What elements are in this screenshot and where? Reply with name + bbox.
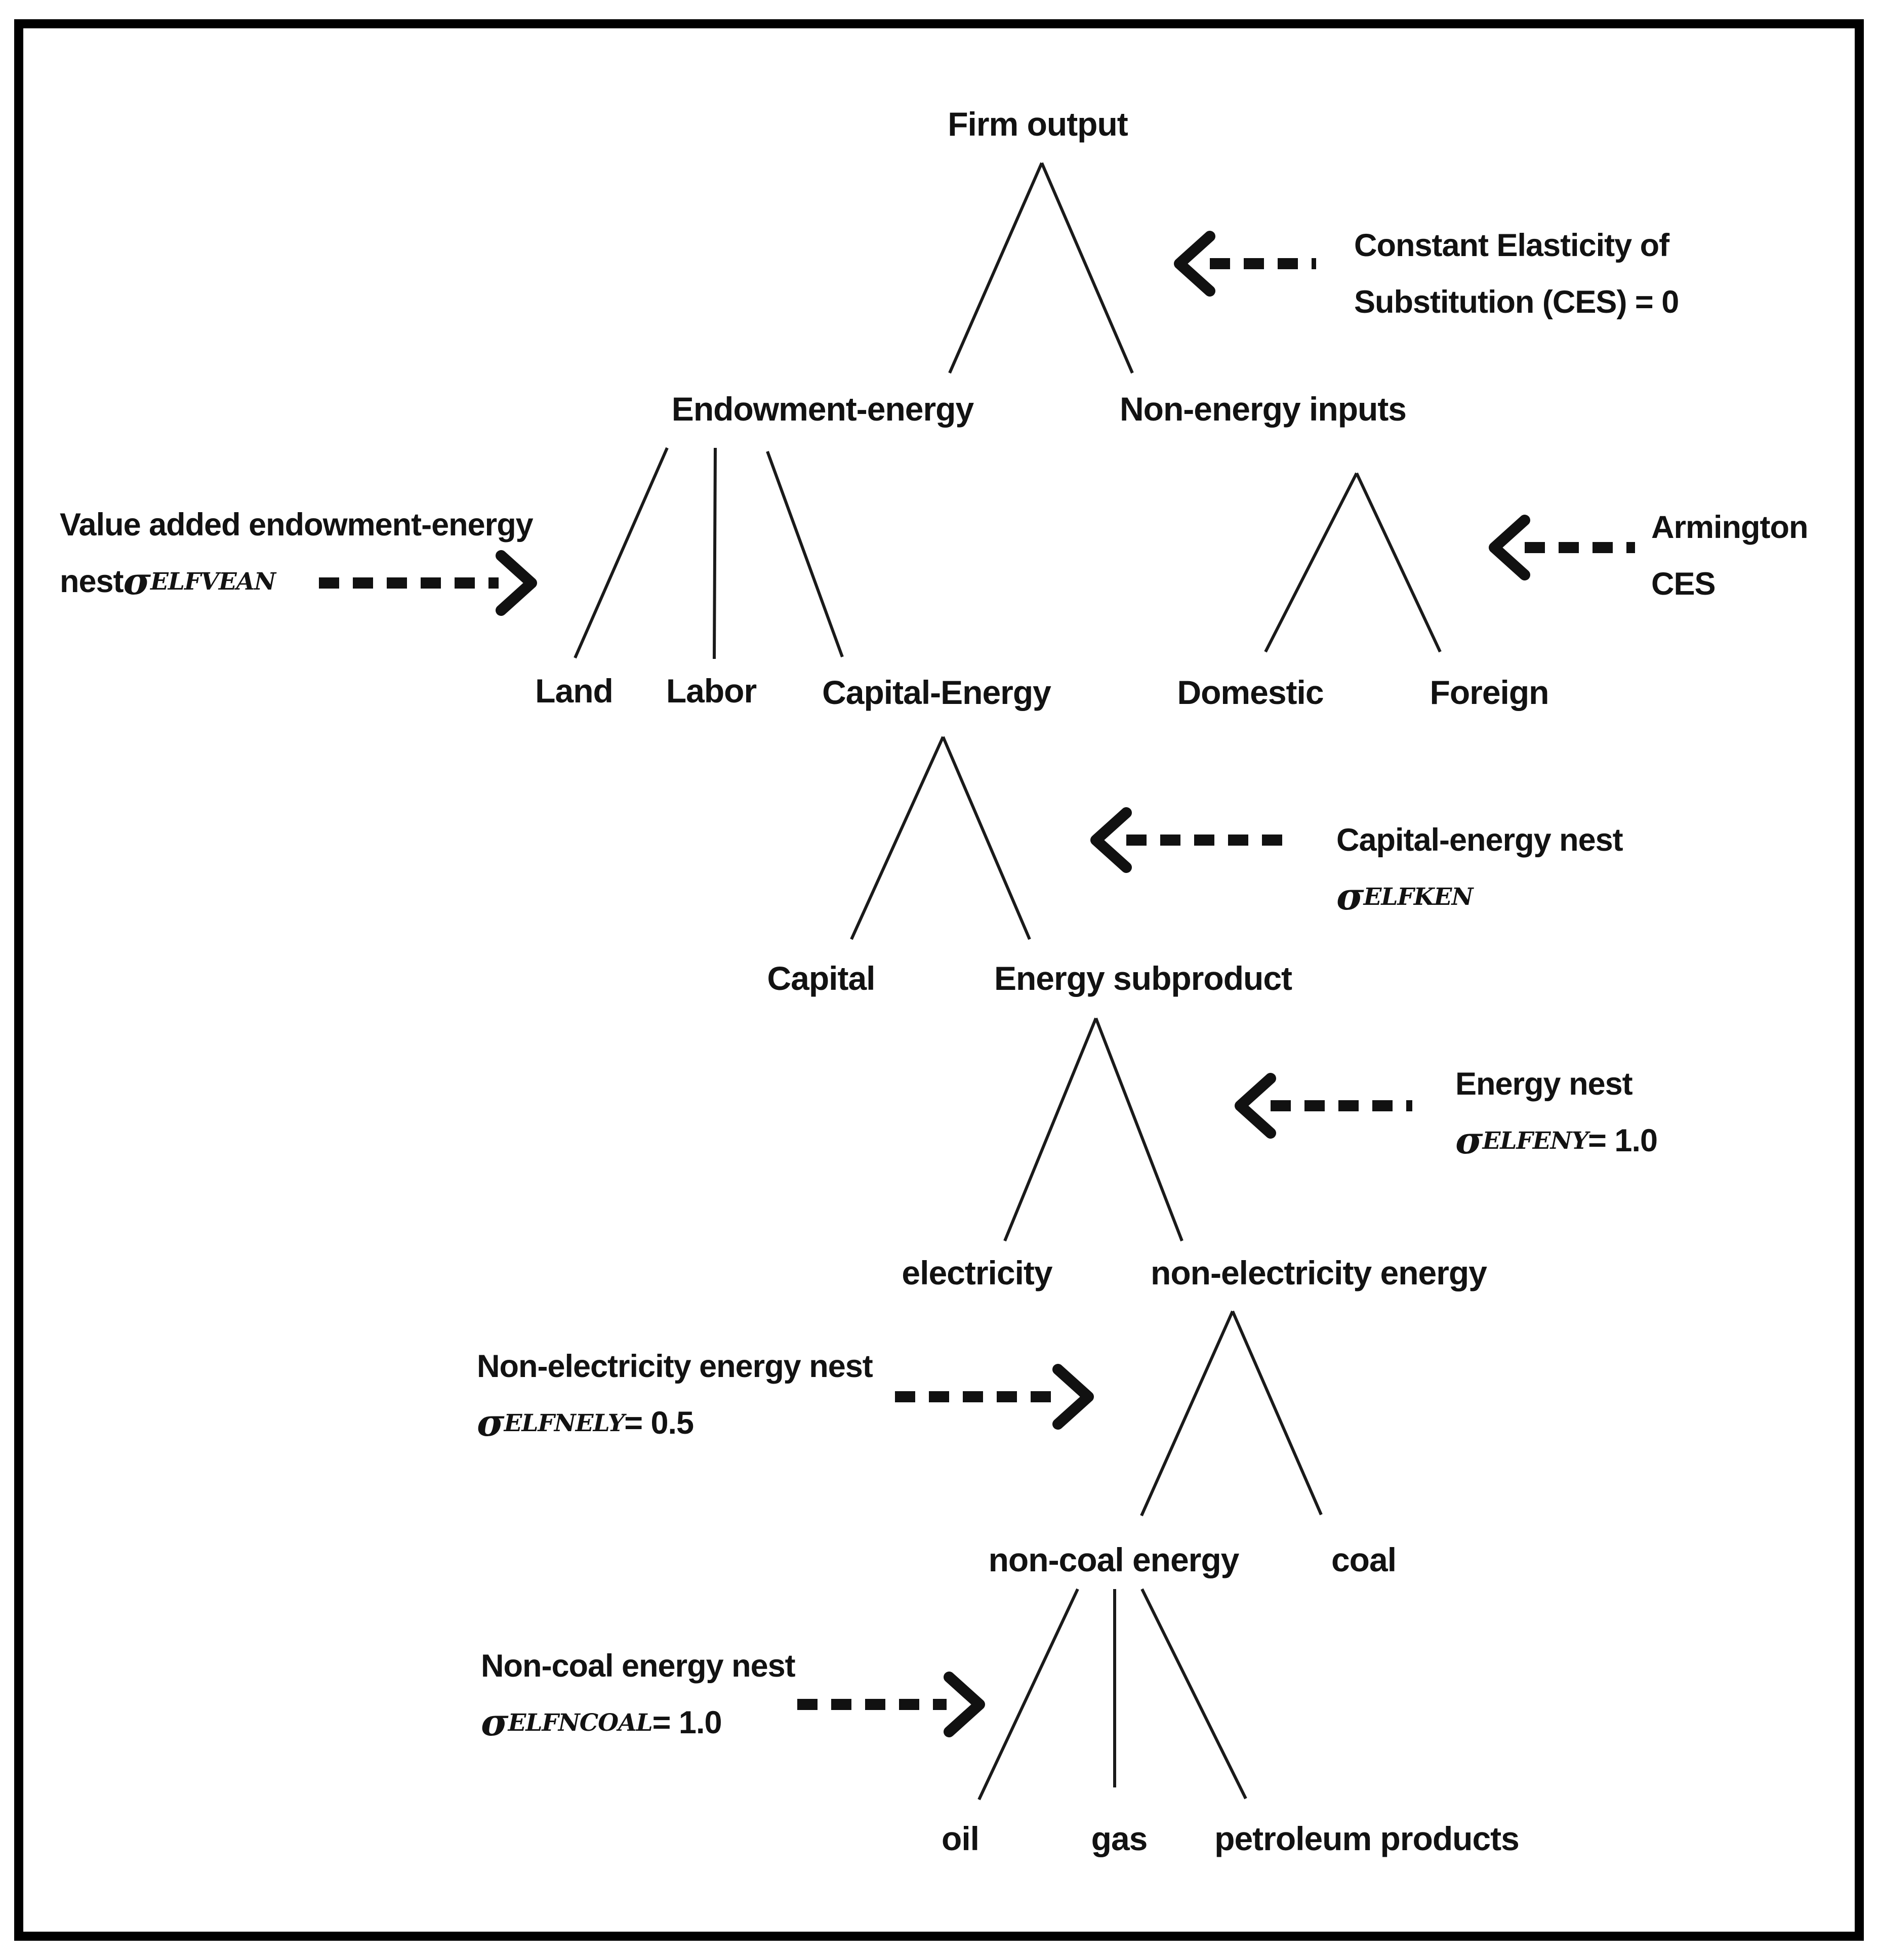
edge-non-energy-to-foreign [1355,472,1442,653]
armington-line2: CES [1651,566,1716,602]
value-added-nest-arrow [319,550,537,616]
node-oil: oil [942,1820,979,1857]
node-labor: Labor [666,672,757,710]
edge-energy-subproduct-to-non-electricity [1094,1017,1183,1242]
energy-nest-line1: Energy nest [1455,1066,1633,1102]
edge-root-to-endowment-energy [948,162,1043,374]
node-energy-subproduct: Energy subproduct [994,960,1292,997]
edge-energy-subproduct-to-electricity [1003,1017,1097,1242]
edge-capital-energy-to-energy-subproduct [942,736,1031,940]
value-added-nest-prefix: nest [60,564,124,599]
non-coal-nest-line1: Non-coal energy nest [481,1648,796,1684]
node-foreign: Foreign [1430,674,1549,711]
armington-arrow [1489,515,1635,580]
ces-line2: Substitution (CES) = 0 [1354,284,1679,320]
non-electricity-nest-arrow [895,1364,1094,1430]
edge-non-electricity-to-non-coal [1140,1310,1234,1517]
node-non-electricity-energy: non-electricity energy [1151,1254,1487,1291]
armington-line1: Armington [1651,510,1808,545]
sigma-elfeny: σ [1455,1119,1483,1162]
edge-endowment-to-labor [713,447,717,659]
node-electricity: electricity [902,1254,1052,1291]
sigma-elfncoal-subscript: ELFNCOAL [508,1708,653,1737]
sigma-elfnely: σ [477,1401,505,1445]
figure-border [14,19,1864,1941]
energy-nest-value: = 1.0 [1588,1123,1658,1158]
edge-endowment-to-land [574,447,669,659]
edge-non-coal-to-oil [977,1588,1079,1801]
annotation-armington: Armington CES [1651,499,1808,612]
node-coal: coal [1331,1541,1397,1578]
non-electricity-nest-line1: Non-electricity energy nest [477,1349,873,1384]
node-endowment-energy: Endowment-energy [671,390,974,428]
annotation-ces: Constant Elasticity of Substitution (CES… [1354,217,1679,330]
capital-energy-nest-line1: Capital-energy nest [1336,822,1623,858]
node-capital-energy: Capital-Energy [822,674,1051,711]
ces-arrow [1174,231,1316,297]
sigma-elfnely-subscript: ELFNELY [504,1409,625,1437]
edge-non-energy-to-domestic [1264,472,1358,653]
sigma-elfeny-subscript: ELFENY [1482,1127,1589,1155]
energy-nest-arrow [1235,1073,1412,1139]
value-added-line1: Value added endowment-energy [60,507,534,543]
node-gas: gas [1091,1820,1148,1857]
non-electricity-nest-value: = 0.5 [624,1405,694,1441]
sigma-elfncoal: σ [481,1701,509,1744]
edge-endowment-to-capital-energy [766,450,844,658]
sigma-elfken: σ [1336,875,1364,919]
edge-root-to-non-energy-inputs [1040,162,1134,374]
node-land: Land [535,672,614,710]
edge-capital-energy-to-capital [850,736,945,940]
tree-branches [574,162,1442,1801]
non-coal-nest-value: = 1.0 [652,1705,722,1740]
node-capital: Capital [767,960,875,997]
node-non-energy-inputs: Non-energy inputs [1119,390,1407,428]
non-coal-nest-arrow [797,1672,985,1737]
node-firm-output: Firm output [948,105,1128,143]
annotation-arrows [319,231,1635,1737]
node-non-coal-energy: non-coal energy [988,1541,1240,1578]
node-petroleum-products: petroleum products [1214,1820,1520,1857]
ces-line1: Constant Elasticity of [1354,228,1669,263]
capital-energy-nest-arrow [1090,807,1283,873]
edge-non-coal-to-petroleum [1140,1588,1247,1800]
sigma-elfvean-subscript: ELFVEAN [150,567,276,596]
edge-non-electricity-to-coal [1231,1310,1323,1516]
sigma-elfvean: σ [123,560,151,603]
sigma-elfken-subscript: ELFKEN [1363,883,1474,911]
node-domestic: Domestic [1177,674,1324,711]
